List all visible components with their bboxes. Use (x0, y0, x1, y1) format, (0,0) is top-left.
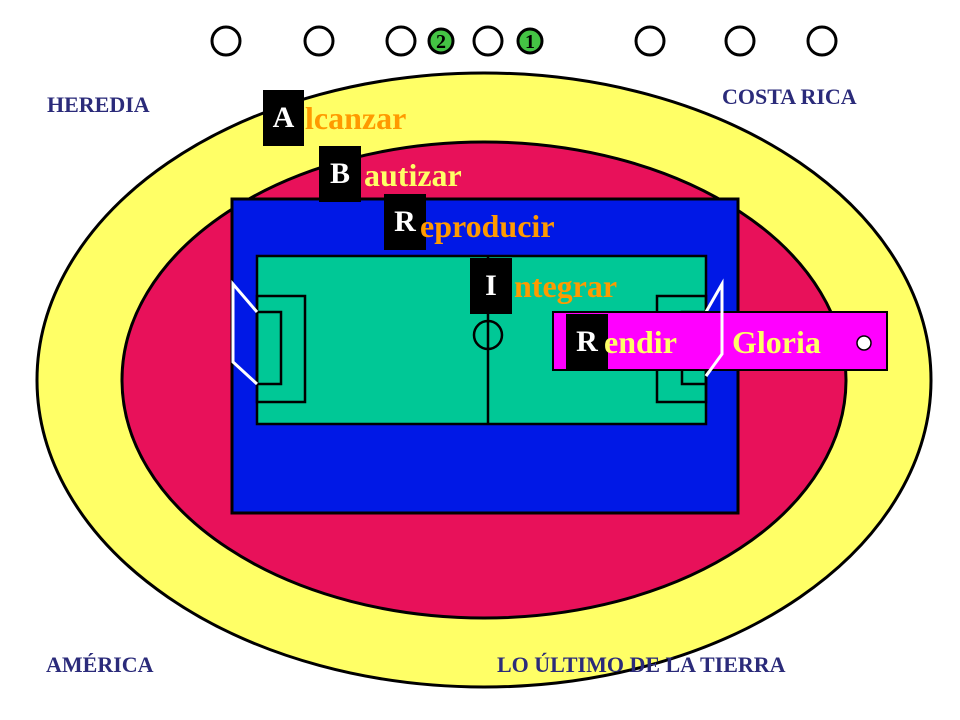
token-label-2: 2 (436, 31, 446, 53)
left-goal-net (231, 279, 259, 386)
token-circle-6 (516, 27, 544, 55)
left-goal-box (255, 310, 283, 386)
letter-box-a: A (263, 90, 304, 146)
word-reproducir: eproducir (420, 208, 555, 244)
label-heredia: HEREDIA (47, 92, 150, 117)
word-integrar: ntegrar (514, 268, 618, 304)
token-circle-5 (472, 25, 504, 57)
letter-box-r2: R (566, 314, 608, 369)
circle-bullet-icon (856, 335, 872, 351)
word-rendir: endir (604, 324, 677, 360)
letter-box-b: B (319, 146, 361, 202)
gloria-callout (552, 311, 888, 371)
token-circle-9 (806, 25, 838, 57)
token-circle-7 (634, 25, 666, 57)
word-alcanzar: lcanzar (305, 100, 407, 136)
label-lo-ultimo: LO ÚLTIMO DE LA TIERRA (497, 652, 786, 677)
label-costa-rica: COSTA RICA (722, 84, 857, 109)
label-america: AMÉRICA (46, 652, 154, 677)
center-circle (472, 319, 504, 351)
token-circle-1 (210, 25, 242, 57)
token-circle-3 (385, 25, 417, 57)
word-bautizar: autizar (364, 157, 462, 193)
token-circle-8 (724, 25, 756, 57)
letter-box-r1: R (384, 194, 426, 250)
token-circle-4 (427, 27, 455, 55)
word-gloria: Gloria (732, 324, 821, 360)
right-goal-net-overlay (704, 284, 724, 377)
token-row: 2 1 (210, 25, 838, 57)
letter-box-i: I (470, 258, 512, 314)
token-label-1: 1 (525, 31, 535, 53)
token-circle-2 (303, 25, 335, 57)
